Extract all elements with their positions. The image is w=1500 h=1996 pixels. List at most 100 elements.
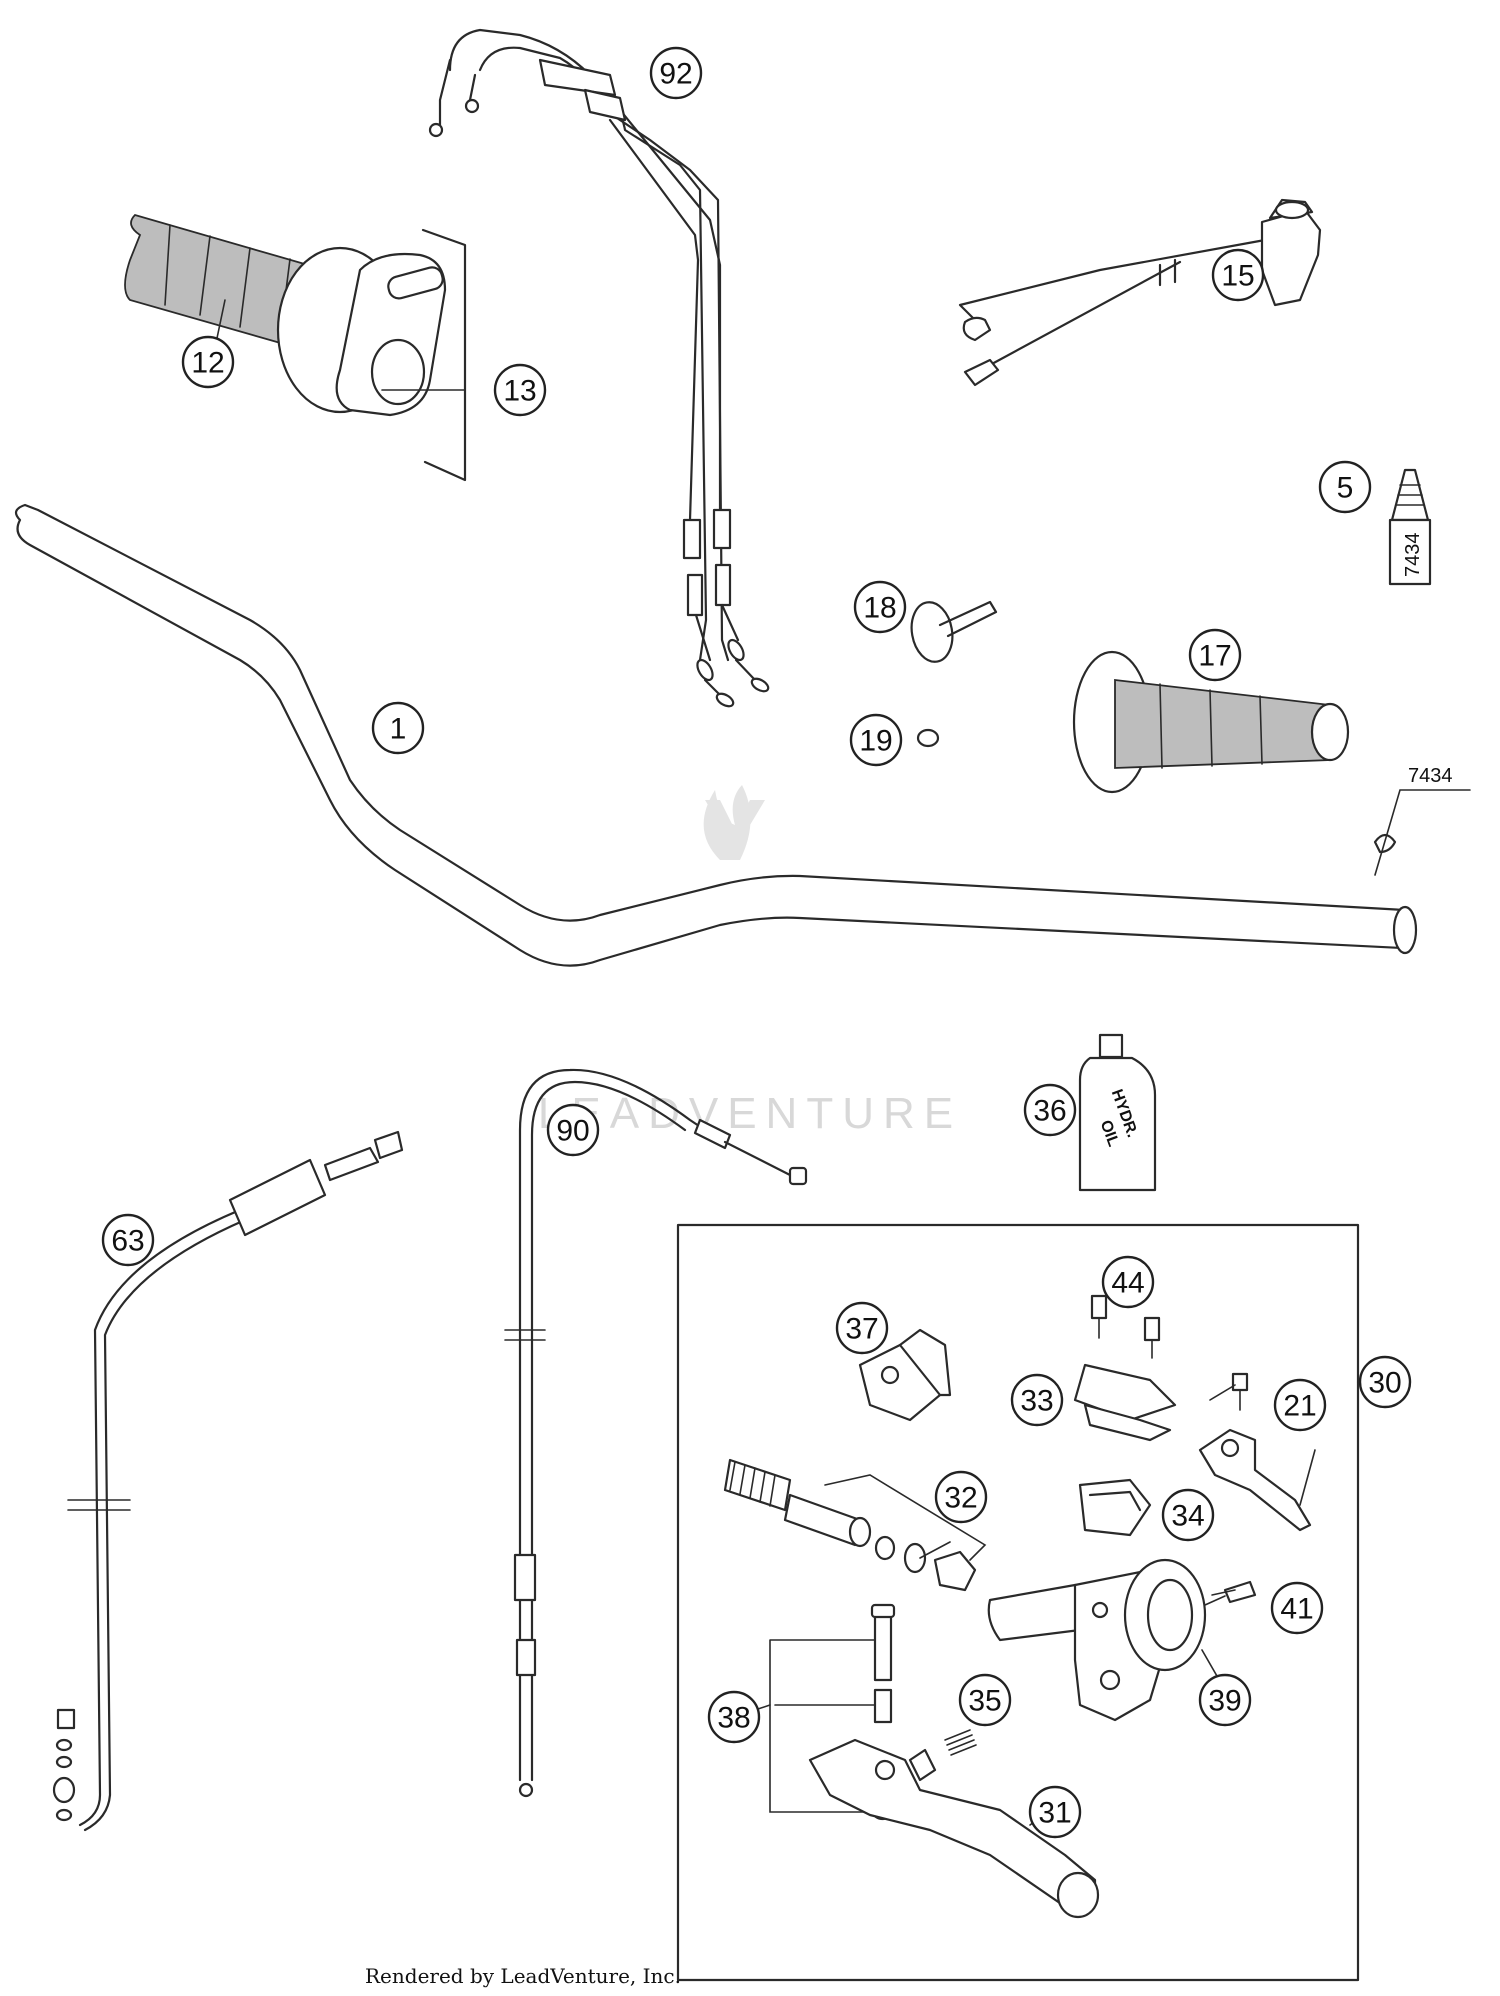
callout-label: 38: [717, 1702, 750, 1735]
callout-31: 31: [1028, 1785, 1082, 1839]
callout-12: 12: [181, 335, 235, 389]
callout-circle: [546, 1103, 600, 1157]
watermark: LEADVENTURE: [538, 785, 962, 1138]
callout-circle: [1270, 1581, 1324, 1635]
callout-13: 13: [493, 363, 547, 417]
callout-18: 18: [853, 580, 907, 634]
callout-34: 34: [1161, 1488, 1215, 1542]
callout-15: 15: [1211, 248, 1265, 302]
callout-label: 92: [659, 58, 692, 91]
credit-text: Rendered by LeadVenture, Inc.: [365, 1964, 681, 1988]
callout-label: 31: [1038, 1797, 1071, 1830]
callout-38: 38: [707, 1690, 761, 1744]
callout-label: 35: [968, 1685, 1001, 1718]
watermark-text: LEADVENTURE: [538, 1089, 962, 1138]
callout-circle: [101, 1213, 155, 1267]
callout-label: 63: [111, 1225, 144, 1258]
callout-label: 44: [1111, 1267, 1144, 1300]
callout-label: 1: [390, 713, 407, 746]
control-cable: [504, 1068, 808, 1798]
callout-circle: [181, 335, 235, 389]
callout-circle: [707, 1690, 761, 1744]
callout-label: 37: [845, 1313, 878, 1346]
callout-1: 1: [371, 701, 425, 755]
callout-label: 36: [1033, 1095, 1066, 1128]
callout-label: 15: [1221, 260, 1254, 293]
callout-circle: [934, 1470, 988, 1524]
spring: [944, 1729, 977, 1756]
callout-label: 39: [1208, 1685, 1241, 1718]
piston-assembly: [723, 1458, 987, 1592]
callout-label: 30: [1368, 1367, 1401, 1400]
master-cylinder-group: [676, 1223, 1392, 1982]
lever-clamp: [858, 1328, 952, 1422]
callout-label: 90: [556, 1115, 589, 1148]
hose-nut: [916, 728, 940, 748]
callout-circle: [371, 701, 425, 755]
callout-label: 5: [1337, 472, 1354, 505]
callout-63: 63: [101, 1213, 155, 1267]
reference-7434: 7434: [1373, 765, 1471, 876]
callout-41: 41: [1270, 1581, 1324, 1635]
callout-circle: [853, 580, 907, 634]
callout-circle: [958, 1673, 1012, 1727]
hydraulic-oil-bottle: HYDR. OIL: [1078, 1033, 1157, 1192]
callout-35: 35: [958, 1673, 1012, 1727]
callout-label: 18: [863, 592, 896, 625]
callout-circle: [1318, 460, 1372, 514]
callout-circle: [1101, 1255, 1155, 1309]
callout-circle: [493, 363, 547, 417]
lever-pivot: [1198, 1372, 1312, 1532]
callout-label: 41: [1280, 1593, 1313, 1626]
leader-lines: [211, 299, 1391, 1826]
callout-36: 36: [1023, 1083, 1077, 1137]
callout-label: 21: [1283, 1390, 1316, 1423]
callout-33: 33: [1010, 1373, 1064, 1427]
callout-90: 90: [546, 1103, 600, 1157]
callout-layer: 92 12 13 15 5 18 17 19 1 36 90 63 44 37 30 33 21 32 34 41 35…: [101, 46, 1412, 1839]
cable-tie: [910, 600, 998, 663]
callout-21: 21: [1273, 1378, 1327, 1432]
callout-label: 32: [944, 1482, 977, 1515]
callout-label: 33: [1020, 1385, 1053, 1418]
callout-circle: [1358, 1355, 1412, 1409]
callout-label: 12: [191, 347, 224, 380]
lever-bracket: [1078, 1478, 1152, 1537]
throttle-grip-assembly: [124, 213, 467, 482]
reservoir-cover: [1073, 1294, 1177, 1442]
callout-39: 39: [1198, 1673, 1252, 1727]
callout-circle: [649, 46, 703, 100]
callout-92: 92: [649, 46, 703, 100]
callout-19: 19: [849, 713, 903, 767]
sealant-tube: 7434: [1388, 468, 1432, 586]
callout-label: 17: [1198, 640, 1231, 673]
callout-32: 32: [934, 1470, 988, 1524]
kill-switch: [958, 198, 1322, 387]
callout-circle: [1023, 1083, 1077, 1137]
left-grip: [1072, 650, 1350, 794]
callout-44: 44: [1101, 1255, 1155, 1309]
reference-label: 7434: [1408, 765, 1453, 787]
callout-circle: [1188, 628, 1242, 682]
master-cylinder-body: [987, 1558, 1257, 1722]
callout-30: 30: [1358, 1355, 1412, 1409]
callout-circle: [1161, 1488, 1215, 1542]
callout-label: 19: [859, 725, 892, 758]
callout-circle: [849, 713, 903, 767]
callout-circle: [1028, 1785, 1082, 1839]
callout-circle: [1198, 1673, 1252, 1727]
watermark-logo-icon: [703, 785, 765, 860]
throttle-cables: [428, 28, 770, 708]
callout-label: 13: [503, 375, 536, 408]
callout-label: 34: [1171, 1500, 1204, 1533]
callout-circle: [1211, 248, 1265, 302]
callout-5: 5: [1318, 460, 1372, 514]
hydraulic-hose: [52, 1130, 404, 1832]
handlebar: [14, 503, 1418, 967]
callout-circle: [1010, 1373, 1064, 1427]
sealant-tube-label: 7434: [1402, 533, 1424, 578]
callout-circle: [1273, 1378, 1327, 1432]
callout-37: 37: [835, 1301, 889, 1355]
callout-17: 17: [1188, 628, 1242, 682]
